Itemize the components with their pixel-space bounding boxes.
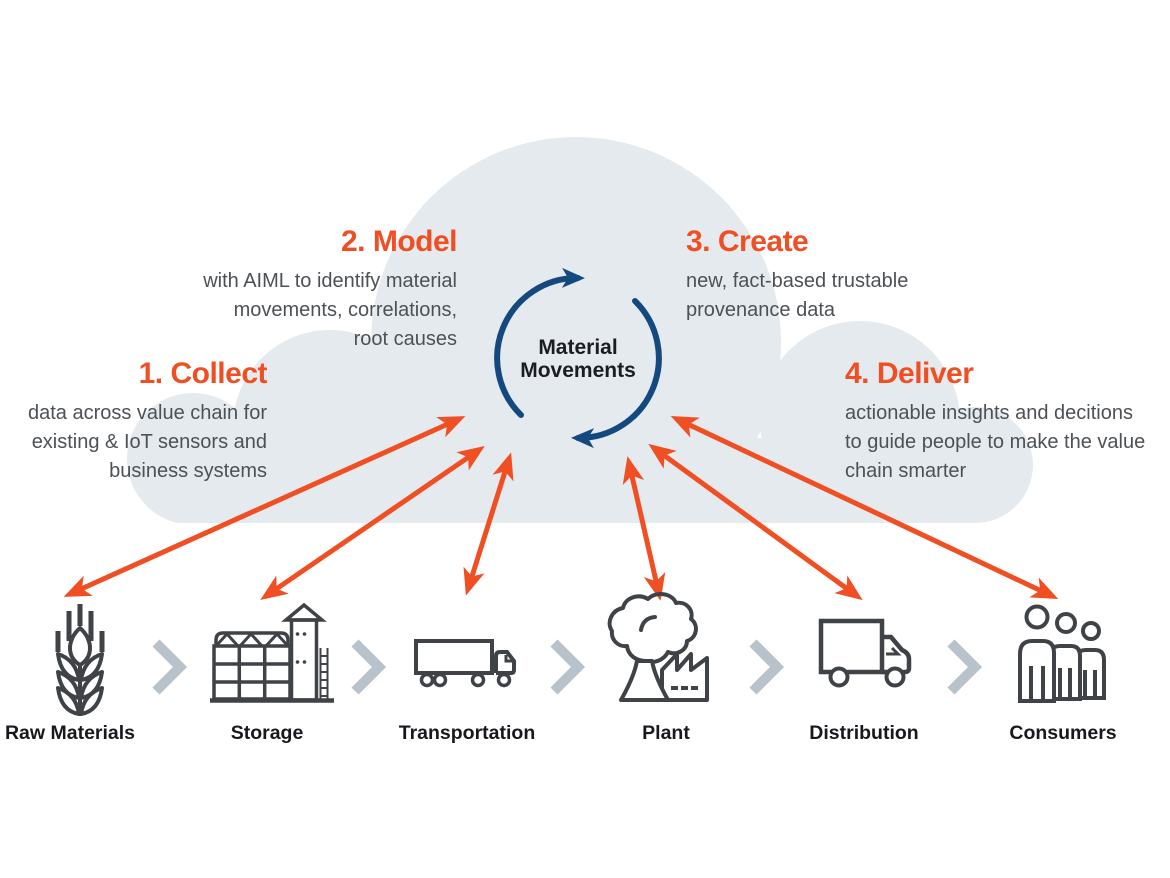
wheat-icon (55, 604, 105, 716)
arrow-to-consumers (670, 416, 1059, 599)
chevron-right-icon (550, 639, 586, 695)
step-4-line: to guide people to make the value (845, 431, 1146, 453)
chevron-right-icons (152, 639, 983, 695)
step-1-line: business systems (109, 460, 267, 482)
stage-label-storage: Storage (230, 722, 304, 744)
step-1-line: existing & IoT sensors and (31, 431, 267, 453)
stage-label-transportation: Transportation (398, 722, 536, 744)
step-1-line: data across value chain for (27, 402, 267, 424)
chevron-right-icon (749, 639, 785, 695)
stage-label-plant: Plant (642, 722, 690, 744)
arrow-to-storage (260, 446, 485, 600)
step-2-model: 2. Model with AIML to identify material … (203, 225, 457, 354)
chevron-right-icon (351, 639, 387, 695)
step-2-line: with AIML to identify material (203, 270, 457, 292)
factory-icon (607, 592, 709, 702)
step-2-line: root causes (353, 328, 457, 350)
arrow-to-transportation (463, 452, 514, 596)
material-movements-line2: Movements (520, 359, 636, 382)
chevron-right-icon (947, 639, 983, 695)
semi-truck-icon (414, 639, 516, 688)
cycle-arrows-icon (494, 267, 662, 449)
people-icon (1018, 604, 1106, 703)
step-1-collect: 1. Collect data across value chain for e… (27, 357, 268, 486)
step-2-line: movements, correlations, (233, 299, 457, 321)
step-3-line: provenance data (686, 299, 836, 321)
stage-label-raw-materials: Raw Materials (4, 722, 136, 744)
step-4-deliver: 4. Deliver actionable insights and decit… (845, 357, 1145, 486)
step-3-create: 3. Create new, fact-based trustable prov… (686, 225, 908, 325)
chevron-right-icon (152, 639, 188, 695)
step-4-line: actionable insights and decitions (845, 402, 1133, 424)
step-4-line: chain smarter (845, 460, 967, 482)
material-movements-line1: Material (538, 336, 618, 359)
stage-label-distribution: Distribution (809, 722, 919, 744)
data-flow-arrows (63, 416, 1059, 601)
step-2-title: 2. Model (340, 225, 458, 258)
step-3-title: 3. Create (686, 225, 809, 258)
step-4-title: 4. Deliver (845, 357, 974, 390)
step-1-title: 1. Collect (138, 357, 268, 390)
silo-icon (210, 602, 334, 703)
material-movements-label: Material Movements (468, 336, 688, 382)
delivery-truck-icon (818, 618, 912, 688)
stage-label-consumers: Consumers (1009, 722, 1117, 744)
step-3-line: new, fact-based trustable (686, 270, 909, 292)
